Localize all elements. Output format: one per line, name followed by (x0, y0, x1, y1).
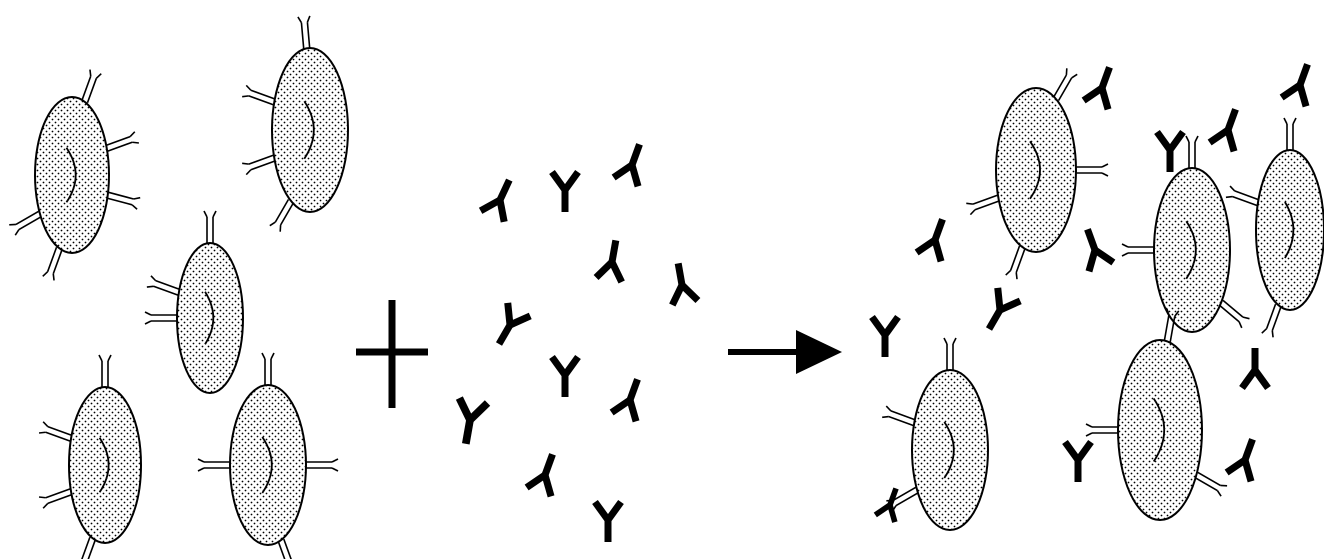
receptor-icon (1195, 472, 1227, 496)
receptor-icon (1076, 164, 1108, 176)
antibody-icon (1210, 105, 1248, 151)
receptor-icon (306, 459, 338, 471)
receptor-icon (9, 211, 41, 235)
antibody-icon (917, 215, 955, 261)
receptor-icon (147, 276, 180, 295)
receptor-icon (966, 195, 999, 214)
receptor-icon (107, 192, 140, 209)
receptor-icon (242, 155, 275, 174)
antibody-icon (1282, 60, 1320, 106)
cell-membrane (69, 387, 141, 543)
antibody-icon (595, 502, 621, 542)
agglutinated-cluster (872, 60, 1324, 530)
receptor-icon (198, 459, 230, 471)
antibody-icon (1065, 442, 1091, 482)
arrow-right-icon (796, 330, 842, 374)
cell-with-receptors-icon (242, 16, 348, 232)
antibody-icon (1242, 348, 1268, 388)
antibody-icon (614, 140, 652, 186)
receptor-icon (1006, 246, 1025, 279)
receptor-icon (1219, 300, 1249, 327)
antibody-icon (527, 450, 565, 496)
receptor-icon (262, 353, 274, 385)
cell-membrane (1118, 340, 1202, 520)
receptor-icon (39, 422, 72, 441)
receptor-icon (1186, 136, 1198, 168)
receptor-icon (1226, 186, 1259, 205)
receptor-icon (1262, 304, 1281, 337)
receptor-icon (1086, 424, 1118, 436)
receptor-icon (944, 338, 956, 370)
cell-with-receptors-icon (39, 355, 141, 559)
cells-group (9, 16, 348, 559)
antibody-icon (552, 357, 578, 397)
antibody-icon (1157, 132, 1183, 172)
antibody-icon (1084, 63, 1122, 109)
receptor-icon (298, 16, 310, 49)
antibody-icon (1227, 435, 1265, 481)
cell-membrane (1256, 150, 1324, 310)
cell-membrane (230, 385, 306, 545)
receptor-icon (204, 211, 216, 243)
antibody-icon (1075, 225, 1113, 271)
receptor-icon (1053, 68, 1077, 100)
receptor-icon (278, 539, 297, 559)
receptor-icon (43, 247, 62, 280)
receptor-icon (99, 355, 111, 387)
cell-membrane (996, 88, 1076, 252)
antibody-icon (978, 288, 1021, 336)
antibody-icon (488, 303, 531, 351)
receptor-icon (82, 70, 101, 103)
cell-membrane (912, 370, 988, 530)
receptor-icon (145, 312, 177, 324)
receptor-icon (39, 489, 72, 508)
antibody-icon (552, 172, 578, 212)
receptor-icon (76, 537, 95, 559)
cell-membrane (35, 97, 109, 253)
free-antibodies-group (452, 140, 698, 542)
receptor-icon (242, 85, 275, 104)
receptor-icon (270, 200, 294, 232)
receptor-icon (1284, 118, 1296, 150)
receptor-icon (1122, 244, 1154, 256)
cell-membrane (1154, 168, 1230, 332)
antibody-icon (612, 375, 650, 421)
cell-with-receptors-icon (1086, 309, 1227, 520)
antibody-icon (872, 317, 898, 357)
plus-sign (356, 300, 428, 408)
antibody-icon (452, 398, 488, 446)
cell-with-receptors-icon (1226, 118, 1324, 337)
receptor-icon (106, 132, 139, 151)
cell-with-receptors-icon (882, 338, 988, 530)
cell-with-receptors-icon (1122, 136, 1249, 332)
cell-with-receptors-icon (9, 70, 140, 281)
cell-membrane (177, 243, 243, 393)
cell-with-receptors-icon (145, 211, 243, 393)
antibody-icon (665, 261, 698, 305)
antibody-icon (596, 238, 629, 282)
reaction-arrow (728, 330, 842, 374)
cell-membrane (272, 48, 348, 212)
receptor-icon (882, 406, 915, 425)
antibody-icon (481, 175, 521, 222)
